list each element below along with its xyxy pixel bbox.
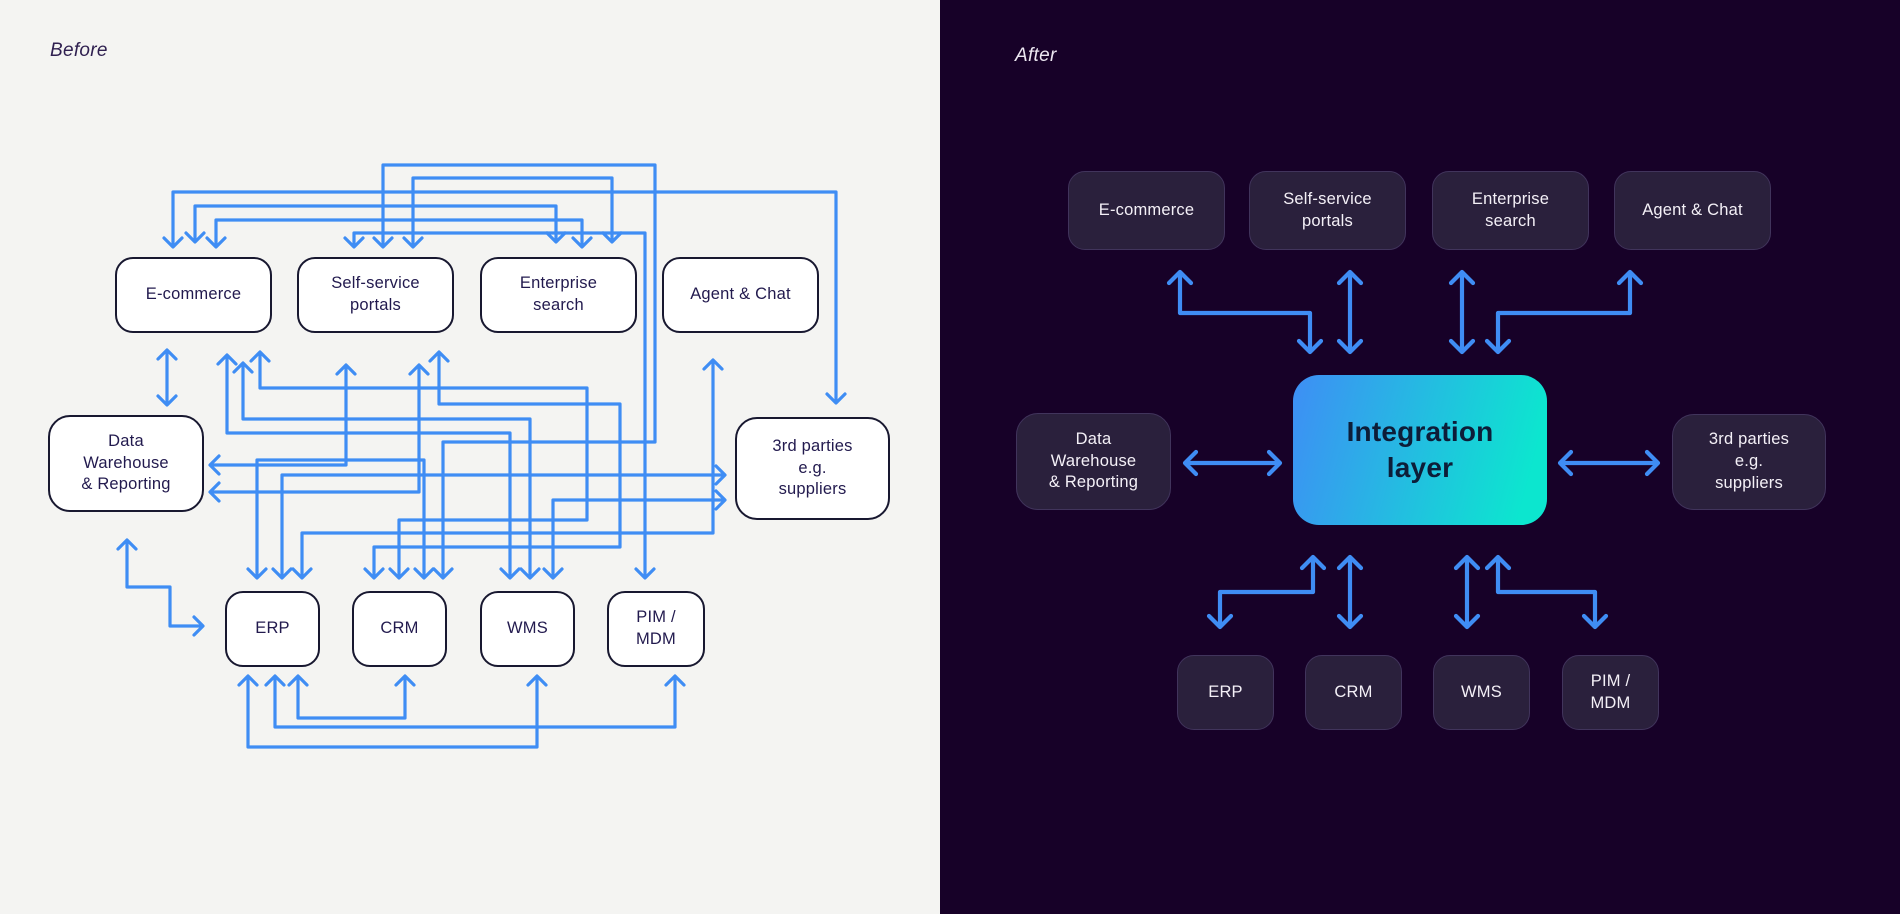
before-box-erp: ERP [225,591,320,667]
after-box-integration-layer: Integration layer [1293,375,1547,525]
after-box-pim-mdm: PIM / MDM [1562,655,1659,730]
after-box-erp: ERP [1177,655,1274,730]
after-box-third-parties: 3rd parties e.g. suppliers [1672,414,1826,510]
after-box-ecommerce: E-commerce [1068,171,1225,250]
before-box-third-parties: 3rd parties e.g. suppliers [735,417,890,520]
before-box-data-warehouse: Data Warehouse & Reporting [48,415,204,512]
before-box-self-service-portals: Self-service portals [297,257,454,333]
before-box-agent-chat: Agent & Chat [662,257,819,333]
after-box-data-warehouse: Data Warehouse & Reporting [1016,413,1171,510]
before-box-ecommerce: E-commerce [115,257,272,333]
before-label: Before [50,40,108,61]
before-box-wms: WMS [480,591,575,667]
after-box-crm: CRM [1305,655,1402,730]
after-label: After [1015,45,1057,66]
after-box-self-service-portals: Self-service portals [1249,171,1406,250]
before-box-enterprise-search: Enterprise search [480,257,637,333]
after-box-enterprise-search: Enterprise search [1432,171,1589,250]
before-box-pim-mdm: PIM / MDM [607,591,705,667]
before-box-crm: CRM [352,591,447,667]
after-box-wms: WMS [1433,655,1530,730]
after-box-agent-chat: Agent & Chat [1614,171,1771,250]
